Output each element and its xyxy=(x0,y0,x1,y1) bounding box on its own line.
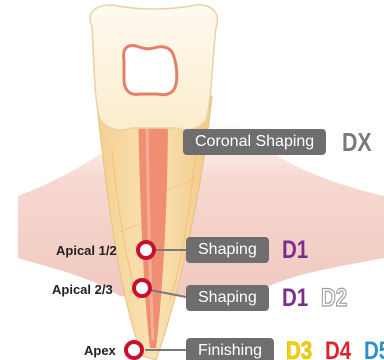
pulp-chamber xyxy=(124,46,177,95)
coronal-file-codes: DX xyxy=(342,129,384,155)
file-code-d5: D5 xyxy=(364,339,384,360)
marker-apical-half xyxy=(138,242,154,258)
apical-half-file-codes: D1 xyxy=(282,238,321,263)
marker-apical-two-thirds xyxy=(134,280,150,296)
file-code-dx: DX xyxy=(342,129,372,155)
file-code-d2: D2 xyxy=(321,286,347,311)
apical-two-thirds-shaping-pill: Shaping xyxy=(186,285,269,311)
coronal-shaping-pill: Coronal Shaping xyxy=(183,129,326,155)
apical-two-thirds-file-codes: D1 D2 xyxy=(282,286,360,311)
apical-two-thirds-label: Apical 2/3 xyxy=(52,282,113,298)
apex-file-codes: D3 D4 D5 xyxy=(286,339,384,360)
file-code-d1: D1 xyxy=(282,286,308,311)
apical-half-label: Apical 1/2 xyxy=(56,243,117,259)
apex-finishing-pill: Finishing xyxy=(186,338,274,360)
file-code-d4: D4 xyxy=(325,339,351,360)
apical-half-shaping-pill: Shaping xyxy=(186,237,269,263)
apex-label: Apex xyxy=(84,343,116,359)
marker-apex xyxy=(126,342,142,358)
file-code-d1: D1 xyxy=(282,238,308,263)
file-code-d3: D3 xyxy=(286,339,312,360)
